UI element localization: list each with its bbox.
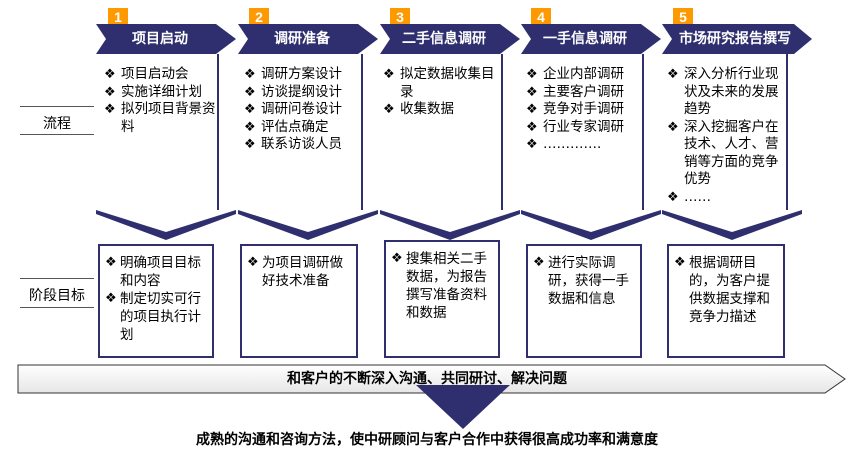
stage-2-header-arrow: 调研准备 bbox=[238, 24, 378, 54]
stage-3-header-arrow: 二手信息调研 bbox=[380, 24, 520, 54]
stage-1-goal-box: ❖明确项目目标和内容 ❖制定切实可行的项目执行计划 bbox=[98, 244, 214, 358]
stage-3-title: 二手信息调研 bbox=[402, 31, 486, 47]
list-item: ❖进行实际调研，获得一手数据和信息 bbox=[533, 255, 629, 307]
stage-1-header-arrow: 项目启动 bbox=[96, 24, 236, 54]
diamond-bullet-icon: ❖ bbox=[247, 255, 259, 270]
list-item: ❖为项目调研做好技术准备 bbox=[247, 255, 343, 289]
stage-5-process-list: ❖深入分析行业现状及未来的发展趋势 ❖深入挖掘客户在技术、人才、营销等方面的竞争… bbox=[667, 66, 785, 206]
stage-4-number-badge: 4 bbox=[531, 8, 551, 27]
list-item: ❖调研问卷设计 bbox=[244, 101, 342, 117]
stage-4-header-arrow: 一手信息调研 bbox=[521, 24, 661, 54]
diamond-bullet-icon: ❖ bbox=[383, 102, 395, 117]
stage-3-number-badge: 3 bbox=[390, 8, 410, 27]
list-item: ❖收集数据 bbox=[383, 101, 454, 117]
footer-summary-text: 成熟的沟通和咨询方法，使中研顾问与客户合作中获得很高成功率和满意度 bbox=[196, 432, 658, 448]
stage-2-title: 调研准备 bbox=[274, 31, 330, 47]
list-item: ❖实施详细计划 bbox=[104, 83, 202, 100]
stage-1-process-list: ❖项目启动会 ❖实施详细计划 ❖拟列项目背景资料 bbox=[104, 66, 216, 136]
list-item: ❖企业内部调研 bbox=[526, 66, 624, 82]
list-item: ❖深入分析行业现状及未来的发展趋势 bbox=[667, 66, 779, 117]
list-item: ❖访谈提纲设计 bbox=[244, 83, 342, 100]
communication-banner-arrow: 和客户的不断深入沟通、共同研讨、解决问题 bbox=[17, 364, 847, 394]
diamond-bullet-icon: ❖ bbox=[105, 291, 117, 306]
diamond-bullet-icon: ❖ bbox=[244, 84, 256, 100]
process-label-bottom-line bbox=[20, 134, 94, 135]
diamond-bullet-icon: ❖ bbox=[526, 119, 538, 135]
diamond-bullet-icon: ❖ bbox=[105, 255, 117, 270]
stage-1-number-badge: 1 bbox=[108, 8, 128, 27]
stage-5-number-badge: 5 bbox=[673, 8, 693, 27]
stage-3-process-list: ❖拟定数据收集目录 ❖收集数据 bbox=[383, 66, 497, 119]
stage-4-down-chevron bbox=[521, 210, 661, 240]
stage-5-down-chevron bbox=[662, 210, 802, 240]
stage-2-process-list: ❖调研方案设计 ❖访谈提纲设计 ❖调研问卷设计 ❖评估点确定 ❖联系访谈人员 bbox=[244, 66, 360, 154]
diamond-bullet-icon: ❖ bbox=[391, 251, 403, 266]
list-item: ❖…… bbox=[667, 188, 711, 205]
goal-label-top-line bbox=[20, 278, 94, 279]
list-item: ❖竞争对手调研 bbox=[526, 101, 624, 117]
diamond-bullet-icon: ❖ bbox=[104, 102, 116, 117]
diamond-bullet-icon: ❖ bbox=[244, 119, 256, 135]
list-item: ❖深入挖掘客户在技术、人才、营销等方面的竞争优势 bbox=[667, 118, 779, 188]
goal-label-bottom-line bbox=[20, 307, 94, 308]
stage-3-goal-box: ❖搜集相关二手数据，为报告撰写准备资料和数据 bbox=[384, 240, 500, 358]
stage-1-title: 项目启动 bbox=[132, 31, 188, 47]
list-item: ❖主要客户调研 bbox=[526, 83, 624, 100]
stage-5-goal-box: ❖根据调研目的，为客户提供数据支撑和竞争力描述 bbox=[667, 244, 785, 358]
list-item: ❖联系访谈人员 bbox=[244, 136, 342, 152]
diamond-bullet-icon: ❖ bbox=[667, 67, 679, 82]
stage-5-rail bbox=[786, 54, 788, 210]
diamond-bullet-icon: ❖ bbox=[244, 102, 256, 117]
list-item: ❖项目启动会 bbox=[104, 66, 189, 82]
diamond-bullet-icon: ❖ bbox=[667, 189, 679, 205]
diamond-bullet-icon: ❖ bbox=[244, 137, 256, 152]
diamond-bullet-icon: ❖ bbox=[383, 67, 395, 82]
diamond-bullet-icon: ❖ bbox=[104, 67, 116, 82]
list-item: ❖评估点确定 bbox=[244, 118, 329, 135]
diamond-bullet-icon: ❖ bbox=[674, 255, 686, 270]
stage-3-rail bbox=[501, 54, 503, 210]
process-label-top-line bbox=[20, 106, 94, 107]
diamond-bullet-icon: ❖ bbox=[667, 119, 679, 135]
list-item: ❖明确项目目标和内容 bbox=[105, 255, 201, 289]
list-item: ❖…………. bbox=[526, 136, 602, 152]
diamond-bullet-icon: ❖ bbox=[526, 102, 538, 117]
list-item: ❖行业专家调研 bbox=[526, 118, 624, 135]
stage-3-down-chevron bbox=[380, 210, 520, 240]
list-item: ❖根据调研目的，为客户提供数据支撑和竞争力描述 bbox=[674, 255, 770, 325]
banner-text: 和客户的不断深入沟通、共同研讨、解决问题 bbox=[287, 371, 567, 387]
process-row-label: 流程 bbox=[43, 116, 71, 132]
stage-4-goal-box: ❖进行实际调研，获得一手数据和信息 bbox=[526, 244, 642, 358]
diamond-bullet-icon: ❖ bbox=[526, 137, 538, 152]
diamond-bullet-icon: ❖ bbox=[526, 84, 538, 100]
list-item: ❖拟定数据收集目录 bbox=[383, 66, 495, 100]
list-item: ❖搜集相关二手数据，为报告撰写准备资料和数据 bbox=[391, 251, 487, 321]
goal-row-label: 阶段目标 bbox=[29, 288, 85, 304]
stage-2-number-badge: 2 bbox=[249, 8, 269, 27]
stage-2-down-chevron bbox=[238, 210, 378, 240]
stage-5-title: 市场研究报告撰写 bbox=[679, 31, 791, 47]
stage-4-process-list: ❖企业内部调研 ❖主要客户调研 ❖竞争对手调研 ❖行业专家调研 ❖…………. bbox=[526, 66, 642, 154]
diamond-bullet-icon: ❖ bbox=[533, 255, 545, 270]
stage-1-rail bbox=[217, 54, 219, 210]
stage-4-rail bbox=[642, 54, 644, 210]
diamond-bullet-icon: ❖ bbox=[104, 84, 116, 100]
stage-5-header-arrow: 市场研究报告撰写 bbox=[662, 24, 812, 54]
down-triangle-arrow-icon bbox=[416, 385, 510, 429]
list-item: ❖调研方案设计 bbox=[244, 66, 342, 82]
list-item: ❖制定切实可行的项目执行计划 bbox=[105, 291, 201, 343]
stage-4-title: 一手信息调研 bbox=[543, 31, 627, 47]
stage-2-goal-box: ❖为项目调研做好技术准备 bbox=[240, 244, 358, 358]
stage-2-rail bbox=[361, 54, 363, 210]
diamond-bullet-icon: ❖ bbox=[244, 67, 256, 82]
stage-1-down-chevron bbox=[96, 210, 236, 240]
diamond-bullet-icon: ❖ bbox=[526, 67, 538, 82]
list-item: ❖拟列项目背景资料 bbox=[104, 101, 216, 135]
